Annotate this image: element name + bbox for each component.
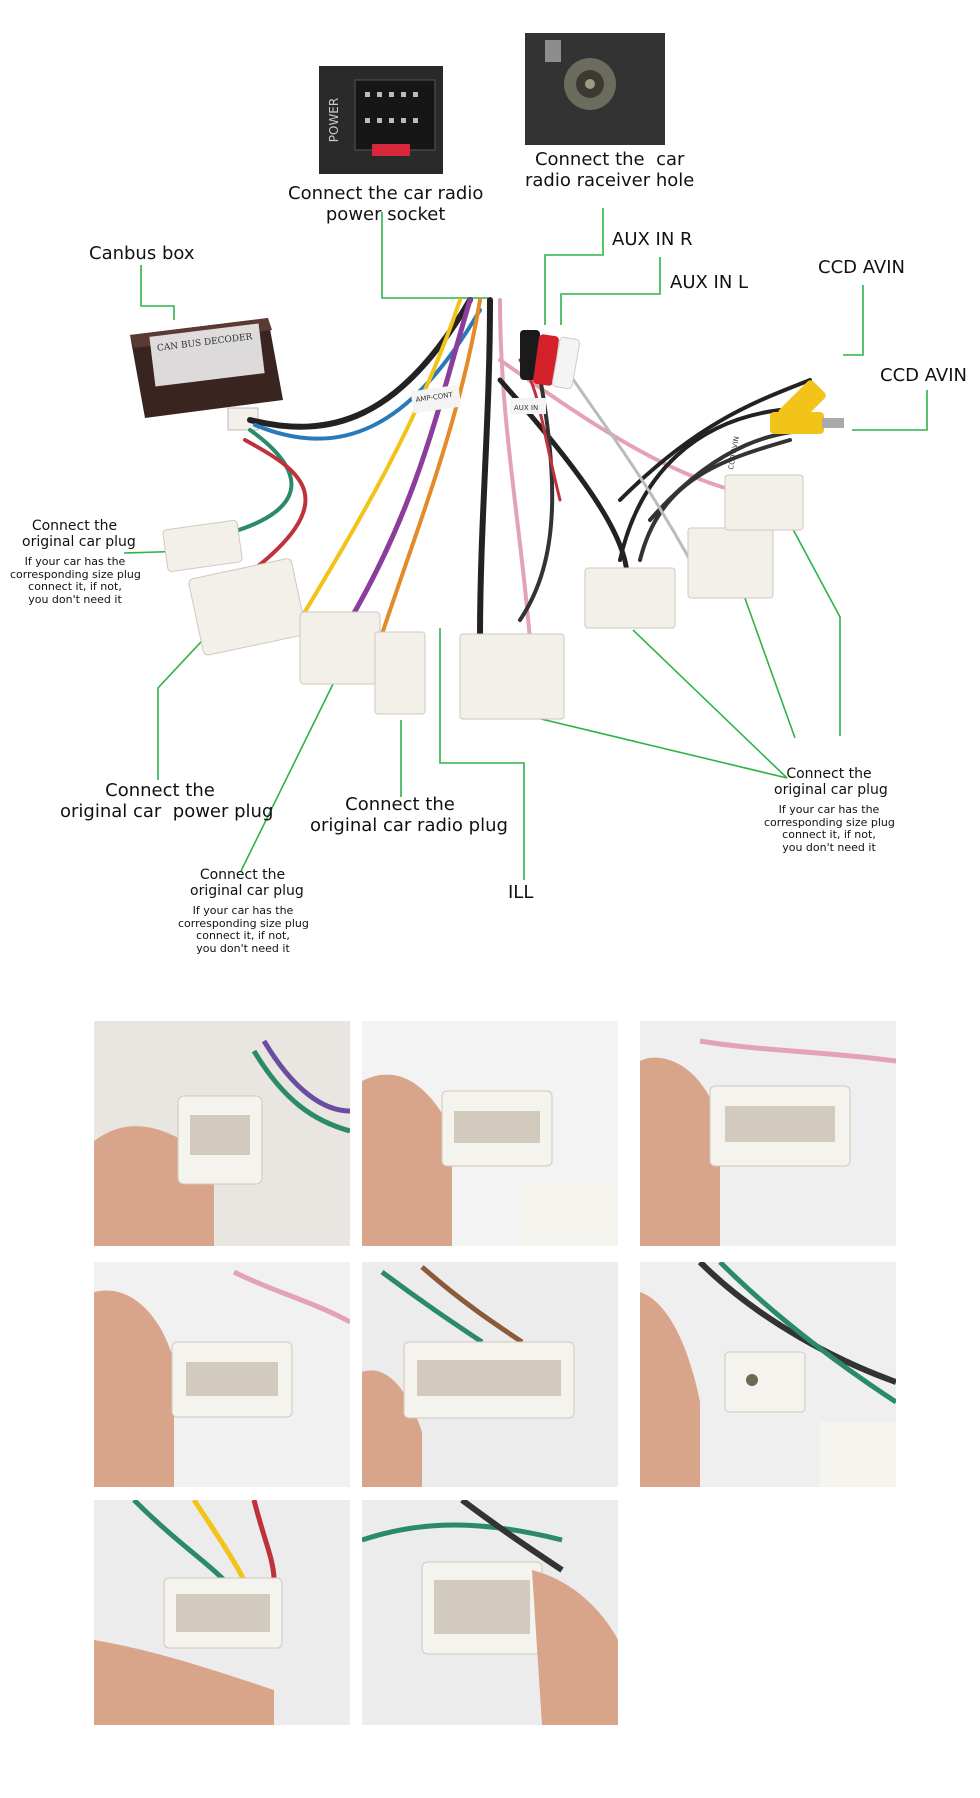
ccd-avin-label-2: CCD AVIN: [880, 365, 967, 386]
tag-aux: AUX IN: [514, 404, 538, 412]
ccd-avin-label-1: CCD AVIN: [818, 257, 905, 278]
photo-connector-8: [362, 1500, 618, 1725]
harness-illustration: POWER: [123, 33, 928, 880]
aux-in-r-label: AUX IN R: [612, 229, 693, 250]
canbus-box: CAN BUS DECODER: [130, 318, 283, 431]
original-plug-right-title: Connect the original car plug: [774, 766, 888, 799]
canbus-box-label: Canbus box: [89, 243, 195, 264]
photo-connector-6: [640, 1262, 896, 1487]
power-socket-inset: POWER: [319, 66, 443, 174]
wire-tags: AMP-CONT AUX IN: [410, 384, 546, 414]
original-plug-right-note: If your car has the corresponding size p…: [764, 803, 895, 854]
receiver-hole-label: Connect the car radio raceiver hole: [525, 149, 695, 191]
photo-connector-4: [94, 1262, 350, 1487]
radio-plug-label: Connect the original car radio plug: [310, 794, 508, 836]
original-plug-bottom-left-title: Connect the original car plug: [190, 867, 304, 900]
power-plug-label: Connect the original car power plug: [60, 780, 274, 822]
photo-connector-7: [94, 1500, 350, 1725]
ill-label: ILL: [508, 882, 534, 903]
original-plug-left-title: Connect the original car plug: [22, 518, 136, 551]
photo-amp-connector: [94, 1021, 350, 1246]
photo-connector-5: [362, 1262, 618, 1487]
tag-ccd: CCD AVIN: [727, 436, 741, 471]
power-inset-text: POWER: [327, 98, 341, 142]
connectors: [162, 474, 804, 720]
original-plug-bottom-left-note: If your car has the corresponding size p…: [178, 904, 309, 955]
car-radio-power-socket-label: Connect the car radio power socket: [288, 183, 484, 225]
receiver-hole-inset: [525, 33, 665, 145]
original-plug-left-note: If your car has the corresponding size p…: [10, 555, 141, 606]
photo-connector-2: [362, 1021, 618, 1246]
rca-plugs: CCD AVIN: [520, 330, 844, 470]
aux-in-l-label: AUX IN L: [670, 272, 749, 293]
photo-connector-3: [640, 1021, 896, 1246]
